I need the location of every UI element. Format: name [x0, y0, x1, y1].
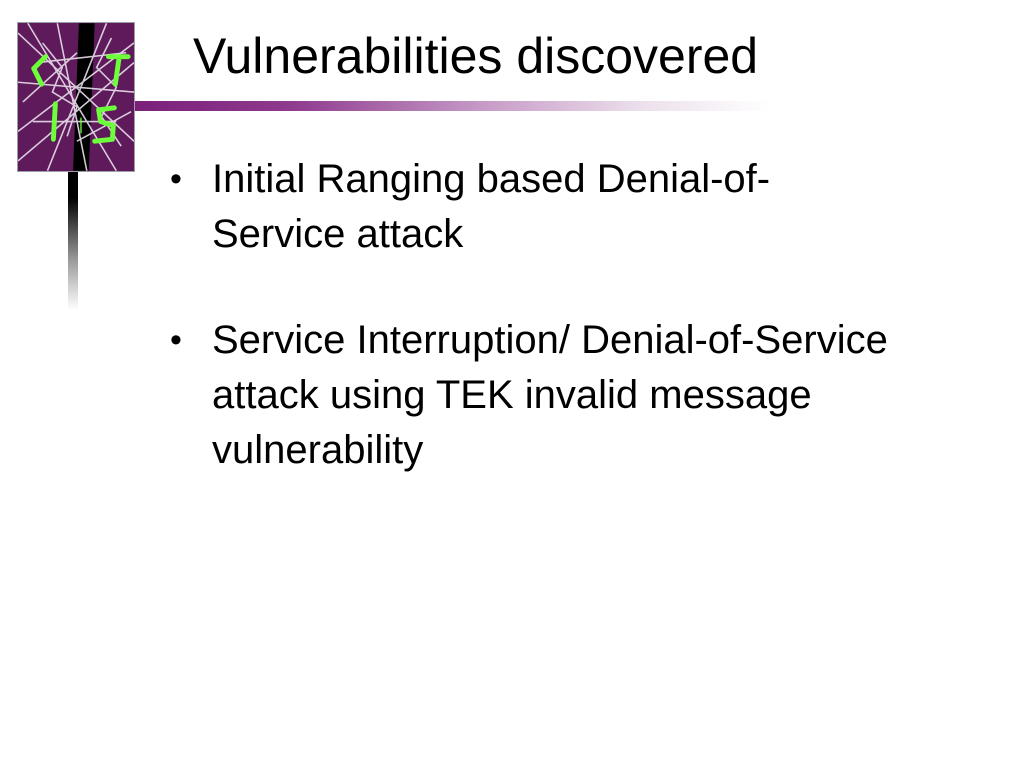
bullet-text: Service Interruption/ Denial-of-Service … [212, 318, 888, 472]
bullet-text: Initial Ranging based Denial-of-Service … [212, 157, 771, 256]
bullet-item: • Service Interruption/ Denial-of-Servic… [170, 313, 890, 478]
bullet-marker: • [170, 321, 182, 359]
bullet-marker: • [170, 160, 182, 198]
cracked-glass-logo-icon [17, 22, 135, 172]
slide-title: Vulnerabilities discovered [193, 28, 759, 84]
bullet-list: • Initial Ranging based Denial-of-Servic… [170, 152, 890, 529]
bullet-item: • Initial Ranging based Denial-of-Servic… [170, 152, 890, 262]
title-underline-bar [130, 101, 770, 111]
vertical-accent-bar [68, 60, 78, 310]
